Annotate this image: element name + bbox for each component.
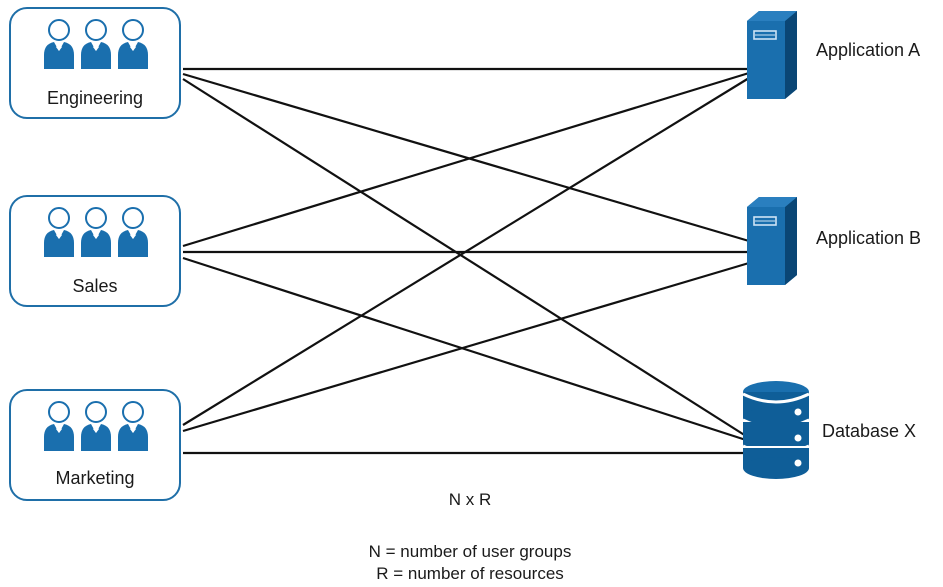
link-engineering-db-x: [182, 78, 747, 437]
database-icon: [742, 381, 810, 479]
link-marketing-app-a: [182, 77, 750, 426]
user-group-engineering: Engineering: [9, 7, 181, 119]
user-group-marketing: Marketing: [9, 389, 181, 501]
legend-r: R = number of resources: [376, 564, 564, 583]
group-label: Sales: [72, 276, 118, 296]
resource-label-database-x: Database X: [822, 421, 917, 441]
link-sales-app-a: [182, 71, 750, 248]
link-marketing-app-b: [182, 261, 750, 433]
link-engineering-app-b: [182, 72, 750, 243]
users-icon: [44, 207, 148, 257]
group-label: Marketing: [55, 468, 135, 488]
resource-label-application-a: Application A: [816, 40, 921, 60]
users-icon: [44, 401, 148, 451]
server-icon: [747, 11, 797, 99]
legend-n: N = number of user groups: [368, 542, 572, 561]
server-icon: [747, 197, 797, 285]
group-label: Engineering: [46, 88, 144, 108]
resource-label-application-b: Application B: [816, 228, 922, 248]
formula-caption: N x R: [448, 490, 492, 509]
users-icon: [44, 19, 148, 69]
link-sales-db-x: [182, 256, 747, 442]
user-group-sales: Sales: [9, 195, 181, 307]
